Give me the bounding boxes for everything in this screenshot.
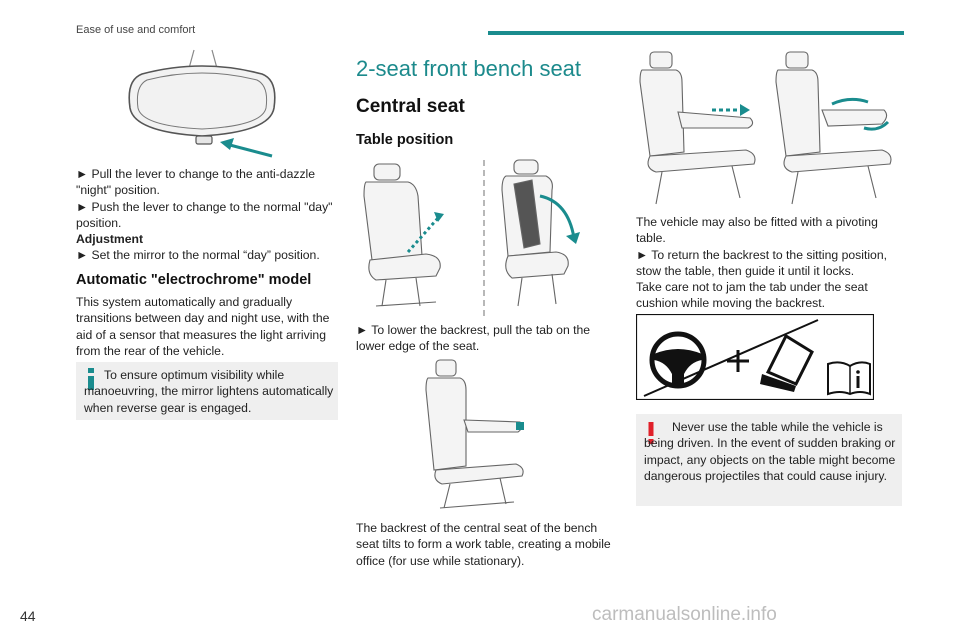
right-instructions: The vehicle may also be fitted with a pi… xyxy=(636,214,900,312)
seat-backrest-lowering-illustration xyxy=(363,159,580,316)
table-position-heading: Table position xyxy=(356,132,454,148)
info-box: To ensure optimum visibility while manoe… xyxy=(76,362,338,420)
rear-view-mirror-illustration xyxy=(128,49,276,158)
pivoting-table-illustration xyxy=(639,51,892,205)
seat-table-illustration xyxy=(425,359,524,509)
page-number: 44 xyxy=(20,608,36,624)
adjustment-label: Adjustment xyxy=(76,232,144,247)
plus-icon xyxy=(727,350,749,372)
central-seat-heading: Central seat xyxy=(356,96,465,117)
steering-wheel-icon xyxy=(649,331,707,389)
info-text: To ensure optimum visibility while manoe… xyxy=(84,368,334,415)
lower-backrest-step: ► To lower the backrest, pull the tab on… xyxy=(356,323,591,354)
warning-pictogram xyxy=(636,314,874,400)
bench-seat-title: 2-seat front bench seat xyxy=(356,56,582,81)
electrochrome-text: This system automatically and gradually … xyxy=(76,295,330,358)
info-icon xyxy=(88,368,94,390)
section-header: Ease of use and comfort xyxy=(76,24,196,36)
exclamation-warning-icon xyxy=(648,422,654,444)
return-step: ► To return the backrest to the sitting … xyxy=(636,247,887,278)
folded-seat-icon xyxy=(760,333,814,392)
warning-text: Never use the table while the vehicle is… xyxy=(644,420,896,483)
mirror-step-day: ► Push the lever to change to the normal… xyxy=(76,199,333,230)
warning-box: Never use the table while the vehicle is… xyxy=(636,414,902,506)
mirror-instructions: ► Pull the lever to change to the anti-d… xyxy=(76,166,338,264)
mirror-step-night: ► Pull the lever to change to the anti-d… xyxy=(76,167,316,198)
header-accent-bar xyxy=(488,31,904,35)
electrochrome-heading: Automatic "electrochrome" model xyxy=(76,272,312,288)
manual-book-icon xyxy=(827,361,871,396)
adjustment-step: ► Set the mirror to the normal “day” pos… xyxy=(76,248,320,263)
care-text: Take care not to jam the tab under the s… xyxy=(636,280,868,311)
backrest-description: The backrest of the central seat of the … xyxy=(356,521,611,568)
watermark: carmanualsonline.info xyxy=(592,604,777,625)
pivot-text: The vehicle may also be fitted with a pi… xyxy=(636,215,878,246)
